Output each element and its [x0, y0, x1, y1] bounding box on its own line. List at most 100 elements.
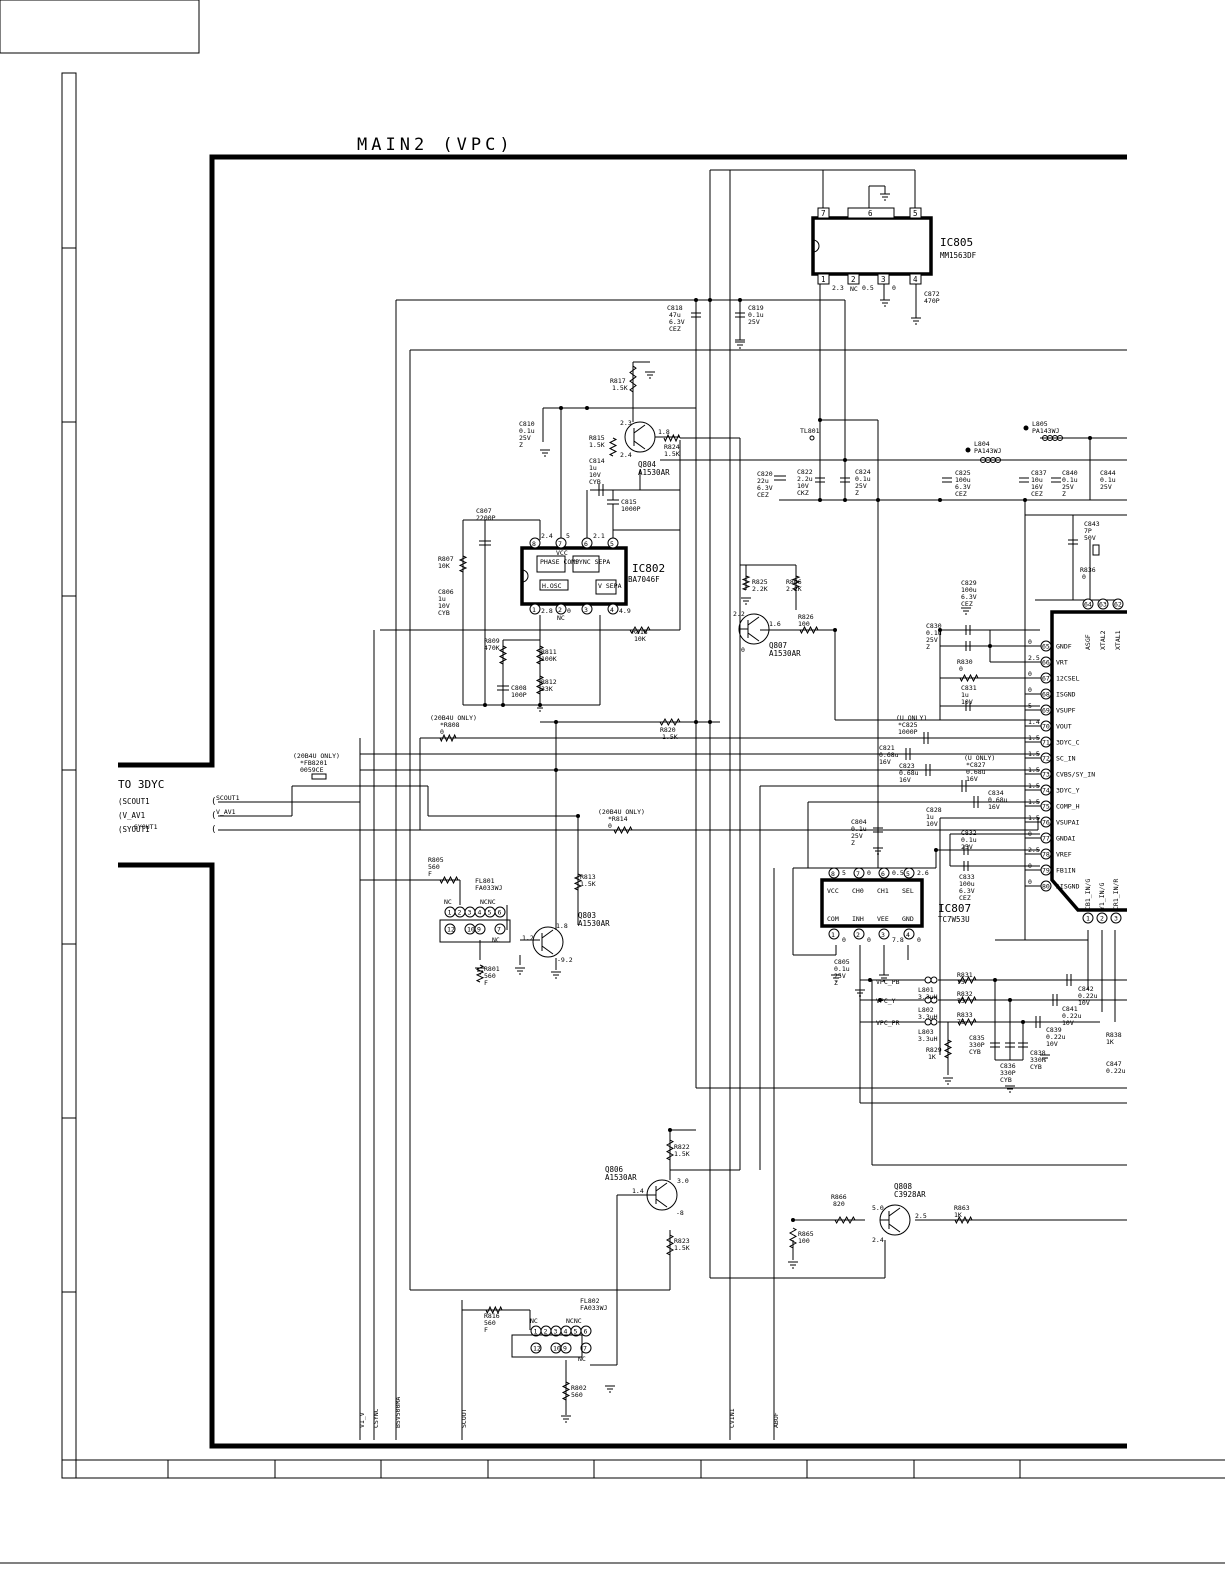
ic801-pin-label: VREF	[1056, 851, 1072, 859]
ic801-pin-label: GNDF	[1056, 643, 1072, 651]
svg-text:0: 0	[1028, 830, 1032, 838]
svg-text:2.1: 2.1	[593, 532, 605, 540]
junction-dot	[554, 720, 558, 724]
svg-text:(20B4U ONLY): (20B4U ONLY)	[293, 752, 340, 760]
svg-text:C824: C824	[855, 468, 871, 476]
resistor-symbol	[957, 995, 977, 1005]
svg-text:F: F	[428, 870, 432, 878]
svg-text:NCNC: NCNC	[566, 1317, 582, 1325]
svg-text:72: 72	[1042, 755, 1050, 763]
svg-text:1.8: 1.8	[658, 428, 670, 436]
svg-text:2.5: 2.5	[1028, 846, 1040, 854]
svg-text:1.5K: 1.5K	[612, 384, 628, 392]
svg-text:10: 10	[553, 1345, 561, 1353]
junction-dot	[576, 814, 580, 818]
svg-text:10u: 10u	[1031, 476, 1043, 484]
svg-text:7P: 7P	[1084, 527, 1092, 535]
svg-text:1K: 1K	[1106, 1038, 1114, 1046]
svg-text:330P: 330P	[969, 1041, 985, 1049]
svg-text:C825: C825	[955, 469, 971, 477]
svg-text:8: 8	[831, 870, 835, 878]
ic801-pin-label: 3DYC_C	[1056, 739, 1080, 747]
svg-text:100u: 100u	[959, 880, 975, 888]
svg-text:Q806: Q806	[605, 1165, 624, 1174]
svg-text:0.22u: 0.22u	[1078, 992, 1098, 1000]
ic801-pin-label: SC_IN	[1056, 755, 1076, 763]
svg-text:VCC: VCC	[556, 549, 568, 557]
svg-text:2.3: 2.3	[620, 419, 632, 427]
svg-text:9: 9	[563, 1345, 567, 1353]
svg-text:C804: C804	[851, 818, 867, 826]
svg-text:F: F	[484, 979, 488, 987]
svg-text:L805: L805	[1032, 420, 1048, 428]
svg-text:A1530AR: A1530AR	[578, 919, 610, 928]
svg-text:10K: 10K	[438, 562, 450, 570]
ic805-ref: IC805	[940, 236, 973, 249]
svg-text:PHASE COMP: PHASE COMP	[540, 558, 579, 566]
svg-text:CYB: CYB	[1000, 1076, 1012, 1084]
svg-text:1u: 1u	[438, 595, 446, 603]
resistor-symbol	[659, 717, 681, 727]
svg-text:33K: 33K	[541, 685, 553, 693]
svg-text:R820: R820	[660, 726, 676, 734]
svg-text:NC: NC	[850, 285, 858, 293]
svg-text:Z: Z	[834, 979, 838, 987]
svg-text:SYNC SEPA: SYNC SEPA	[575, 558, 610, 566]
svg-text:C837: C837	[1031, 469, 1047, 477]
junction-dot	[818, 498, 822, 502]
svg-text:XTAL1: XTAL1	[1114, 630, 1122, 650]
svg-text:73: 73	[1042, 771, 1050, 779]
svg-text:C831: C831	[961, 684, 977, 692]
svg-text:VPC_PR: VPC_PR	[876, 1019, 900, 1027]
svg-text:16V: 16V	[879, 758, 891, 766]
svg-text:2.3: 2.3	[832, 284, 844, 292]
svg-text:NC: NC	[557, 614, 565, 622]
ic801-pin-label: FB1IN	[1056, 867, 1076, 875]
svg-text:25V: 25V	[1062, 483, 1074, 491]
svg-text:VPC_PB: VPC_PB	[876, 978, 900, 986]
c818-c819	[691, 300, 745, 341]
svg-text:6: 6	[584, 540, 588, 548]
svg-text:0.22u: 0.22u	[1046, 1033, 1066, 1041]
svg-text:1: 1	[534, 1328, 538, 1336]
svg-text:0: 0	[1028, 670, 1032, 678]
svg-text:16V: 16V	[966, 775, 978, 783]
svg-text:0: 0	[1028, 878, 1032, 886]
svg-text:76: 76	[1042, 819, 1050, 827]
svg-text:2: 2	[458, 909, 462, 917]
svg-text:R865: R865	[798, 1230, 814, 1238]
svg-text:0.1u: 0.1u	[519, 427, 535, 435]
svg-text:1.5K: 1.5K	[589, 441, 605, 449]
junction-dot	[1021, 1020, 1025, 1024]
svg-text:F: F	[484, 1326, 488, 1334]
svg-text:47u: 47u	[669, 311, 681, 319]
bus-label-cvin1: CVIN1	[728, 1408, 736, 1428]
svg-text:*C825: *C825	[898, 721, 918, 729]
svg-text:7: 7	[583, 1345, 587, 1353]
svg-text:67: 67	[1042, 675, 1050, 683]
svg-text:9: 9	[477, 926, 481, 934]
svg-text:0.1u: 0.1u	[961, 836, 977, 844]
svg-text:100: 100	[798, 620, 810, 628]
svg-text:1.5: 1.5	[1028, 766, 1040, 774]
ic801-pin	[1040, 864, 1052, 876]
svg-text:*C827: *C827	[966, 761, 986, 769]
svg-text:(U ONLY): (U ONLY)	[964, 754, 995, 762]
svg-text:68: 68	[1042, 691, 1050, 699]
svg-text:V SEPA: V SEPA	[598, 582, 622, 590]
ic801-pin	[1040, 768, 1052, 780]
svg-text:Q803: Q803	[578, 911, 596, 920]
svg-text:6.3V: 6.3V	[961, 593, 977, 601]
junction-dot	[988, 644, 992, 648]
svg-text:2.8: 2.8	[541, 607, 553, 615]
section-outline	[118, 154, 1127, 1449]
svg-text:25V: 25V	[748, 318, 760, 326]
svg-text:3.3uH: 3.3uH	[918, 1035, 938, 1043]
ic807-ref: IC807	[938, 902, 971, 915]
svg-text:0.1u: 0.1u	[855, 475, 871, 483]
junction-dot	[585, 406, 589, 410]
svg-text:C820: C820	[757, 470, 773, 478]
svg-text:6.3V: 6.3V	[959, 887, 975, 895]
